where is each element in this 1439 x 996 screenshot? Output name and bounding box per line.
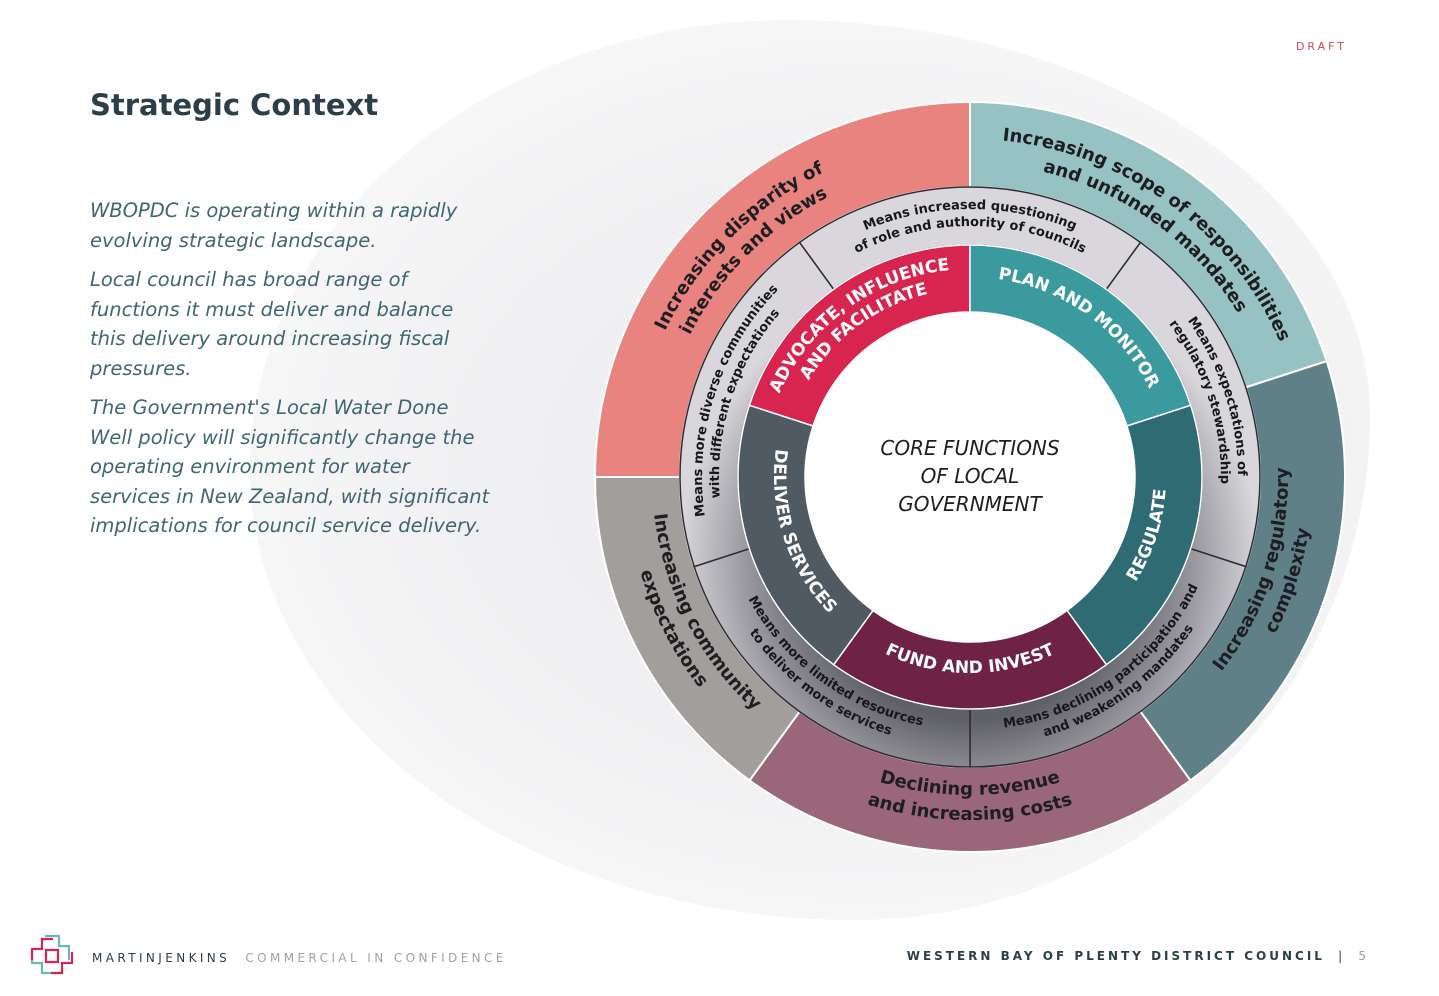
footer-brand: MARTINJENKINS COMMERCIAL IN CONFIDENCE [92, 951, 507, 965]
center-circle [805, 312, 1135, 642]
footer-separator: | [1338, 949, 1346, 963]
draft-label: DRAFT [1295, 40, 1347, 53]
center-label-line: OF LOCAL [921, 464, 1020, 488]
footer-client: WESTERN BAY OF PLENTY DISTRICT COUNCIL |… [907, 949, 1369, 963]
page-title: Strategic Context [90, 88, 379, 122]
martinjenkins-logo-icon [30, 934, 74, 975]
pressures-ring [593, 100, 1346, 853]
body-paragraph: Local council has broad range of functio… [90, 268, 454, 380]
body-text: WBOPDC is operating within a rapidly evo… [90, 196, 495, 551]
core-functions-ring [737, 244, 1203, 710]
center-label-line: GOVERNMENT [898, 492, 1043, 516]
center-label-line: CORE FUNCTIONS [880, 436, 1059, 460]
center-label: CORE FUNCTIONS OF LOCAL GOVERNMENT [880, 436, 1059, 516]
client-name: WESTERN BAY OF PLENTY DISTRICT COUNCIL [906, 949, 1325, 963]
body-paragraph: The Government's Local Water Done Well p… [90, 396, 490, 537]
page-number: 5 [1358, 949, 1369, 963]
body-paragraph: WBOPDC is operating within a rapidly evo… [90, 199, 458, 252]
brand-name: MARTINJENKINS [92, 951, 231, 965]
brand-tagline: COMMERCIAL IN CONFIDENCE [245, 951, 507, 965]
